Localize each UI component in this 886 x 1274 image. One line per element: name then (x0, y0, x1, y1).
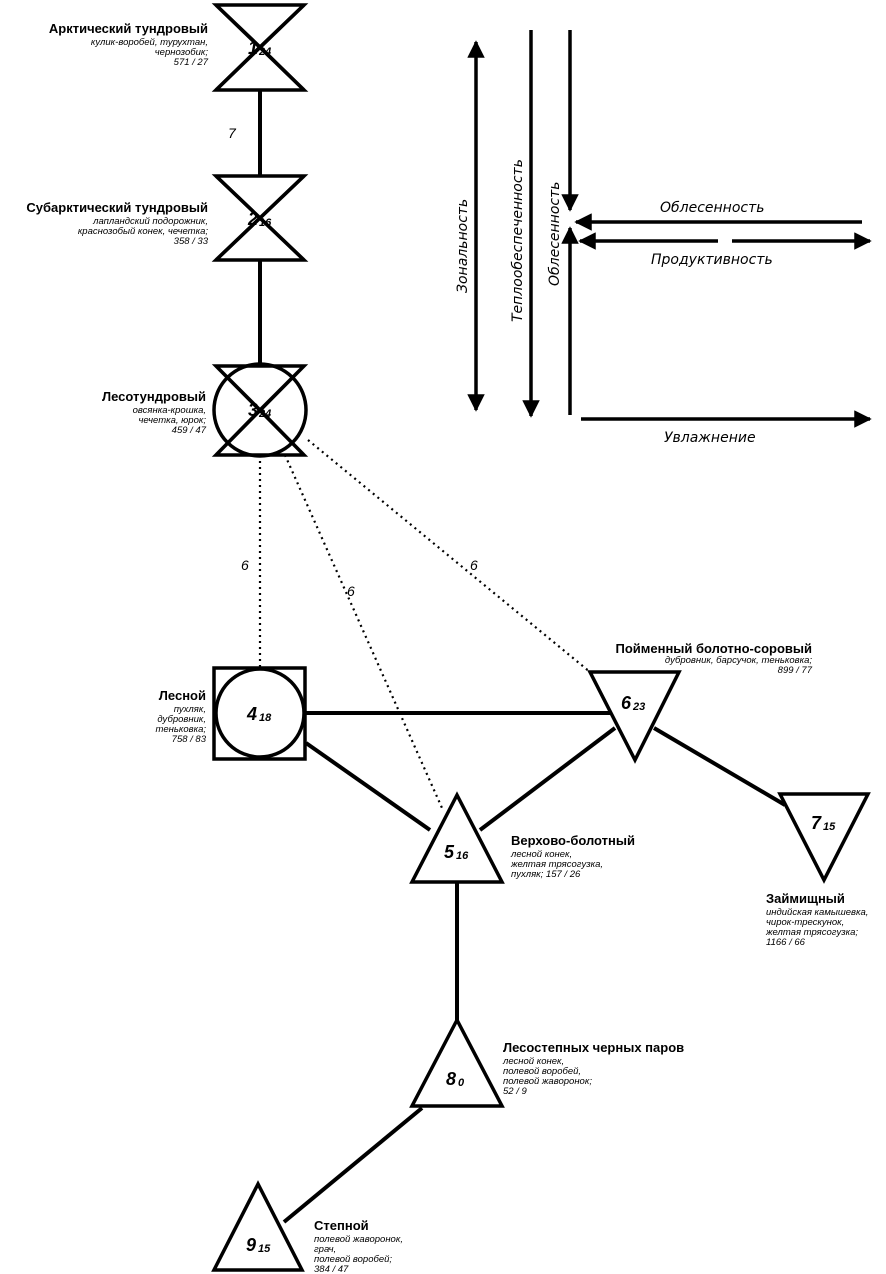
node-9-title: Степной (314, 1218, 369, 1233)
node-4-species-3: 758 / 83 (172, 734, 207, 745)
edge-label-3-4: 6 (241, 557, 249, 573)
node-5-species-1: желтая трясогузка, (510, 859, 603, 870)
node-4-number: 4 (246, 704, 257, 724)
node-9-species-1: грач, (314, 1244, 336, 1255)
node-8-triangle-shape (409, 1016, 505, 1108)
node-5-title: Верхово-болотный (511, 833, 635, 848)
node-3-species-2: 459 / 47 (172, 425, 207, 436)
heat-supply-label: Теплообеспеченность (510, 159, 526, 322)
edge-8-9 (282, 1106, 424, 1224)
node-3-hourglass-lines (211, 364, 309, 457)
edge-label-3-6: 6 (470, 557, 478, 573)
edge-4-5 (304, 741, 432, 832)
node-8-species-2: полевой жаворонок; (503, 1076, 592, 1087)
node-7-species-3: 1166 / 66 (766, 937, 806, 948)
node-5-species-2: пухляк; 157 / 26 (511, 869, 581, 880)
node-8: 8 0 Лесостепных черных паров лесной коне… (409, 1016, 684, 1108)
zonality-label: Зональность (455, 199, 471, 293)
node-9-subscript: 15 (258, 1243, 271, 1255)
node-2-number: 2 (247, 209, 258, 229)
forestation-horizontal-label: Облесенность (660, 200, 765, 216)
productivity-label: Продуктивность (651, 252, 773, 268)
node-9-species-0: полевой жаворонок, (314, 1234, 403, 1245)
node-2-species-2: 358 / 33 (174, 236, 209, 247)
node-2-title: Субарктический тундровый (26, 200, 208, 215)
node-8-species-0: лесной конек, (502, 1056, 564, 1067)
node-2-species-0: лапландский подорожник, (92, 216, 208, 227)
forestation-vertical-label: Облесенность (547, 181, 563, 286)
node-6: 6 23 Пойменный болотно-соровый дубровник… (587, 641, 813, 764)
node-1-inner-lines (214, 3, 306, 92)
node-4-title: Лесной (159, 688, 206, 703)
node-2-subscript: 16 (259, 217, 272, 229)
edge-label-1-2: 7 (228, 125, 237, 141)
edges-layer (258, 90, 787, 1224)
node-7-species-2: желтая трясогузка; (765, 927, 858, 938)
node-8-title: Лесостепных черных паров (503, 1040, 684, 1055)
node-7-species-0: индийская камышевка, (766, 907, 868, 918)
node-1-subscript: 24 (258, 46, 271, 58)
node-1-species-0: кулик-воробей, турухтан, (91, 37, 208, 48)
node-7: 7 15 Займищный индийская камышевка, чиро… (765, 792, 871, 948)
node-3-species-0: овсянка-крошка, (133, 405, 206, 416)
node-4-species-0: пухляк, (174, 704, 206, 715)
edge-3-6 (307, 439, 591, 673)
node-4-circle-shape (214, 667, 306, 759)
node-9-species-3: 384 / 47 (314, 1264, 349, 1274)
node-4-subscript: 18 (259, 712, 272, 724)
node-1: 1 24 Арктический тундровый кулик-воробей… (49, 3, 309, 92)
node-2: 2 16 Субарктический тундровый лапландски… (26, 174, 309, 262)
edge-label-3-5: 6 (347, 583, 355, 599)
node-6-title: Пойменный болотно-соровый (615, 641, 812, 656)
node-1-number: 1 (248, 38, 258, 58)
node-9: 9 15 Степной полевой жаворонок, грач, по… (211, 1180, 403, 1274)
edge-6-7 (652, 726, 787, 807)
edge-5-6 (478, 726, 617, 832)
node-5-species-0: лесной конек, (510, 849, 572, 860)
node-7-subscript: 15 (823, 821, 836, 833)
node-1-title: Арктический тундровый (49, 21, 208, 36)
node-4: 4 18 Лесной пухляк, дубровник, теньковка… (155, 666, 307, 761)
edge-3-5 (283, 454, 444, 809)
node-2-species-1: краснозобый конек, чечетка; (78, 226, 209, 237)
node-6-subscript: 23 (632, 701, 645, 713)
node-7-title: Займищный (766, 891, 845, 906)
node-8-subscript: 0 (458, 1077, 465, 1089)
node-3-number: 3 (248, 400, 258, 420)
node-7-triangle-shape (777, 792, 871, 884)
node-9-number: 9 (246, 1235, 256, 1255)
node-6-triangle-shape (587, 670, 682, 764)
node-5-number: 5 (444, 842, 455, 862)
node-4-species-1: дубровник, (157, 714, 206, 725)
node-2-inner-lines (214, 174, 306, 262)
node-3: 3 24 Лесотундровый овсянка-крошка, чечет… (102, 362, 309, 458)
node-8-species-1: полевой воробей, (503, 1066, 581, 1077)
node-9-species-2: полевой воробей; (314, 1254, 392, 1265)
edge-labels-layer: 7 6 6 6 (228, 125, 478, 599)
node-3-title: Лесотундровый (102, 389, 206, 404)
node-5-subscript: 16 (456, 850, 469, 862)
node-3-subscript: 24 (258, 408, 271, 420)
node-5: 5 16 Верхово-болотный лесной конек, желт… (409, 791, 635, 884)
node-1-species-1: чернозобик; (155, 47, 209, 58)
node-4-species-2: теньковка; (155, 724, 206, 735)
node-5-triangle-shape (409, 791, 505, 884)
node-1-species-2: 571 / 27 (174, 57, 209, 68)
moistening-label: Увлажнение (664, 430, 756, 446)
node-3-species-1: чечетка, юрок; (138, 415, 206, 426)
node-6-number: 6 (621, 693, 632, 713)
legend-axes: Зональность Теплообеспеченность Облесенн… (455, 30, 872, 446)
node-8-species-3: 52 / 9 (503, 1086, 527, 1097)
node-7-number: 7 (811, 813, 822, 833)
node-7-species-1: чирок-трескунок, (766, 917, 844, 928)
node-9-triangle-shape (211, 1180, 305, 1272)
node-6-species-0: дубровник, барсучок, теньковка; (665, 655, 812, 666)
node-6-species-1: 899 / 77 (778, 665, 813, 676)
node-8-number: 8 (446, 1069, 456, 1089)
